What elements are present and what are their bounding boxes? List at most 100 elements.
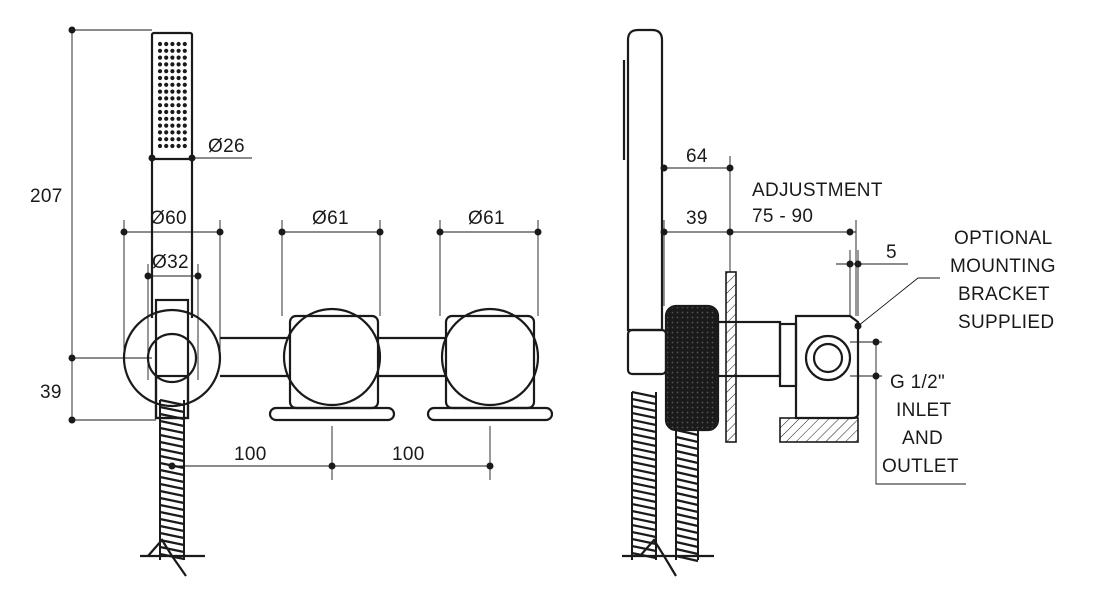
hose-rib (631, 411, 657, 420)
hose-rib (675, 498, 699, 507)
nozzle-dot (170, 103, 175, 108)
hose-rib (159, 510, 185, 519)
nozzle-dot (182, 62, 187, 67)
hose-rib (159, 440, 185, 449)
nozzle-dot (164, 116, 169, 121)
bracket-leader (857, 277, 940, 327)
nozzle-dot (164, 103, 169, 108)
nozzle-dot (164, 82, 169, 87)
nozzle-dot (157, 55, 163, 60)
bracket-note-3: BRACKET (958, 284, 1050, 305)
hose-rib (631, 502, 657, 511)
nozzle-dot (176, 143, 181, 149)
nozzle-dot (170, 109, 175, 115)
hose-rib (631, 516, 657, 525)
nozzle-dot (157, 75, 163, 81)
nozzle-dot (157, 69, 163, 74)
adjustment-range: 75 - 90 (752, 206, 813, 227)
hose-rib (631, 509, 657, 518)
nozzle-dot (182, 137, 187, 142)
nozzle-dot (182, 55, 187, 60)
handle-knob-1 (282, 307, 382, 407)
hose-rib (675, 456, 699, 465)
hose-rib (159, 433, 185, 442)
nozzle-dot (170, 62, 175, 67)
nozzle-dot (182, 96, 187, 101)
hose-rib (159, 419, 185, 428)
inlet-port-inner (812, 342, 844, 374)
nozzle-dot (182, 41, 187, 47)
dim-39-side: 39 (686, 208, 708, 229)
nozzle-dot (170, 41, 175, 47)
side-hose-break (639, 538, 677, 577)
hose-side (631, 390, 699, 563)
hose-rib (631, 404, 657, 413)
nozzle-dot (164, 62, 169, 67)
inlet-port-outer (804, 334, 852, 382)
nozzle-dot (170, 75, 175, 81)
handshower-head (150, 31, 194, 161)
nozzle-dot (164, 137, 169, 142)
connection-note-1: G 1/2" (890, 372, 945, 393)
hose-rib (631, 418, 657, 427)
hose-rib (631, 439, 657, 448)
nozzle-dot (176, 41, 181, 47)
hose-rib (675, 470, 699, 479)
hose-rib (631, 481, 657, 490)
hose-rib (631, 474, 657, 483)
cover-plate-2 (426, 406, 554, 422)
hose-rib (159, 503, 185, 512)
hose-rib (631, 397, 657, 406)
cover-plate-1 (268, 406, 396, 422)
hose-rib (159, 496, 185, 505)
hose-rib (675, 491, 699, 500)
nozzle-dot (170, 69, 175, 74)
hose-rib (675, 442, 699, 451)
hose-rib (675, 463, 699, 472)
nozzle-dot (182, 116, 187, 121)
nozzle-dot (176, 62, 181, 67)
hose-rib (675, 547, 699, 556)
nozzle-dot (176, 55, 181, 60)
nozzle-dot (182, 103, 187, 108)
nozzle-dot (157, 82, 163, 87)
hose-rib (631, 530, 657, 539)
hose-rib (675, 449, 699, 458)
nozzle-dot (182, 75, 187, 81)
hose-rib (631, 523, 657, 532)
connection-note-2: INLET (896, 400, 951, 421)
bracket-note-1: OPTIONAL (954, 228, 1052, 249)
nozzle-dot (176, 96, 181, 101)
nozzle-dot (182, 48, 187, 53)
adjustment-title: ADJUSTMENT (752, 180, 883, 201)
nozzle-dot (170, 123, 175, 128)
nozzle-dot (176, 109, 181, 115)
front-view: 207 39 Ø26 Ø60 Ø32 Ø61 Ø61 (30, 26, 554, 577)
wall-section (725, 271, 737, 443)
hose-rib (159, 426, 185, 435)
hose-rib (159, 531, 185, 540)
hose-rib (631, 495, 657, 504)
dim-5: 5 (886, 242, 897, 263)
nozzle-dot (176, 75, 181, 81)
hose-rib (631, 432, 657, 441)
mounting-bracket (779, 417, 859, 443)
nozzle-dot (182, 143, 187, 149)
nozzle-dot (182, 130, 187, 135)
hose-rib (675, 533, 699, 542)
nozzle-dot (164, 41, 169, 47)
nozzle-dot (176, 123, 181, 128)
hose-rib (631, 390, 657, 399)
hose-rib (159, 538, 185, 547)
nozzle-dot (176, 137, 181, 142)
connection-note-3: AND (902, 428, 943, 449)
hose-rib (159, 482, 185, 491)
nozzle-dot (176, 130, 181, 135)
nozzle-dot (182, 123, 187, 128)
nozzle-dot (170, 89, 175, 94)
nozzle-dot (176, 103, 181, 108)
nozzle-dot (170, 96, 175, 101)
nozzle-dot (182, 89, 187, 94)
nozzle-dot (170, 137, 175, 142)
